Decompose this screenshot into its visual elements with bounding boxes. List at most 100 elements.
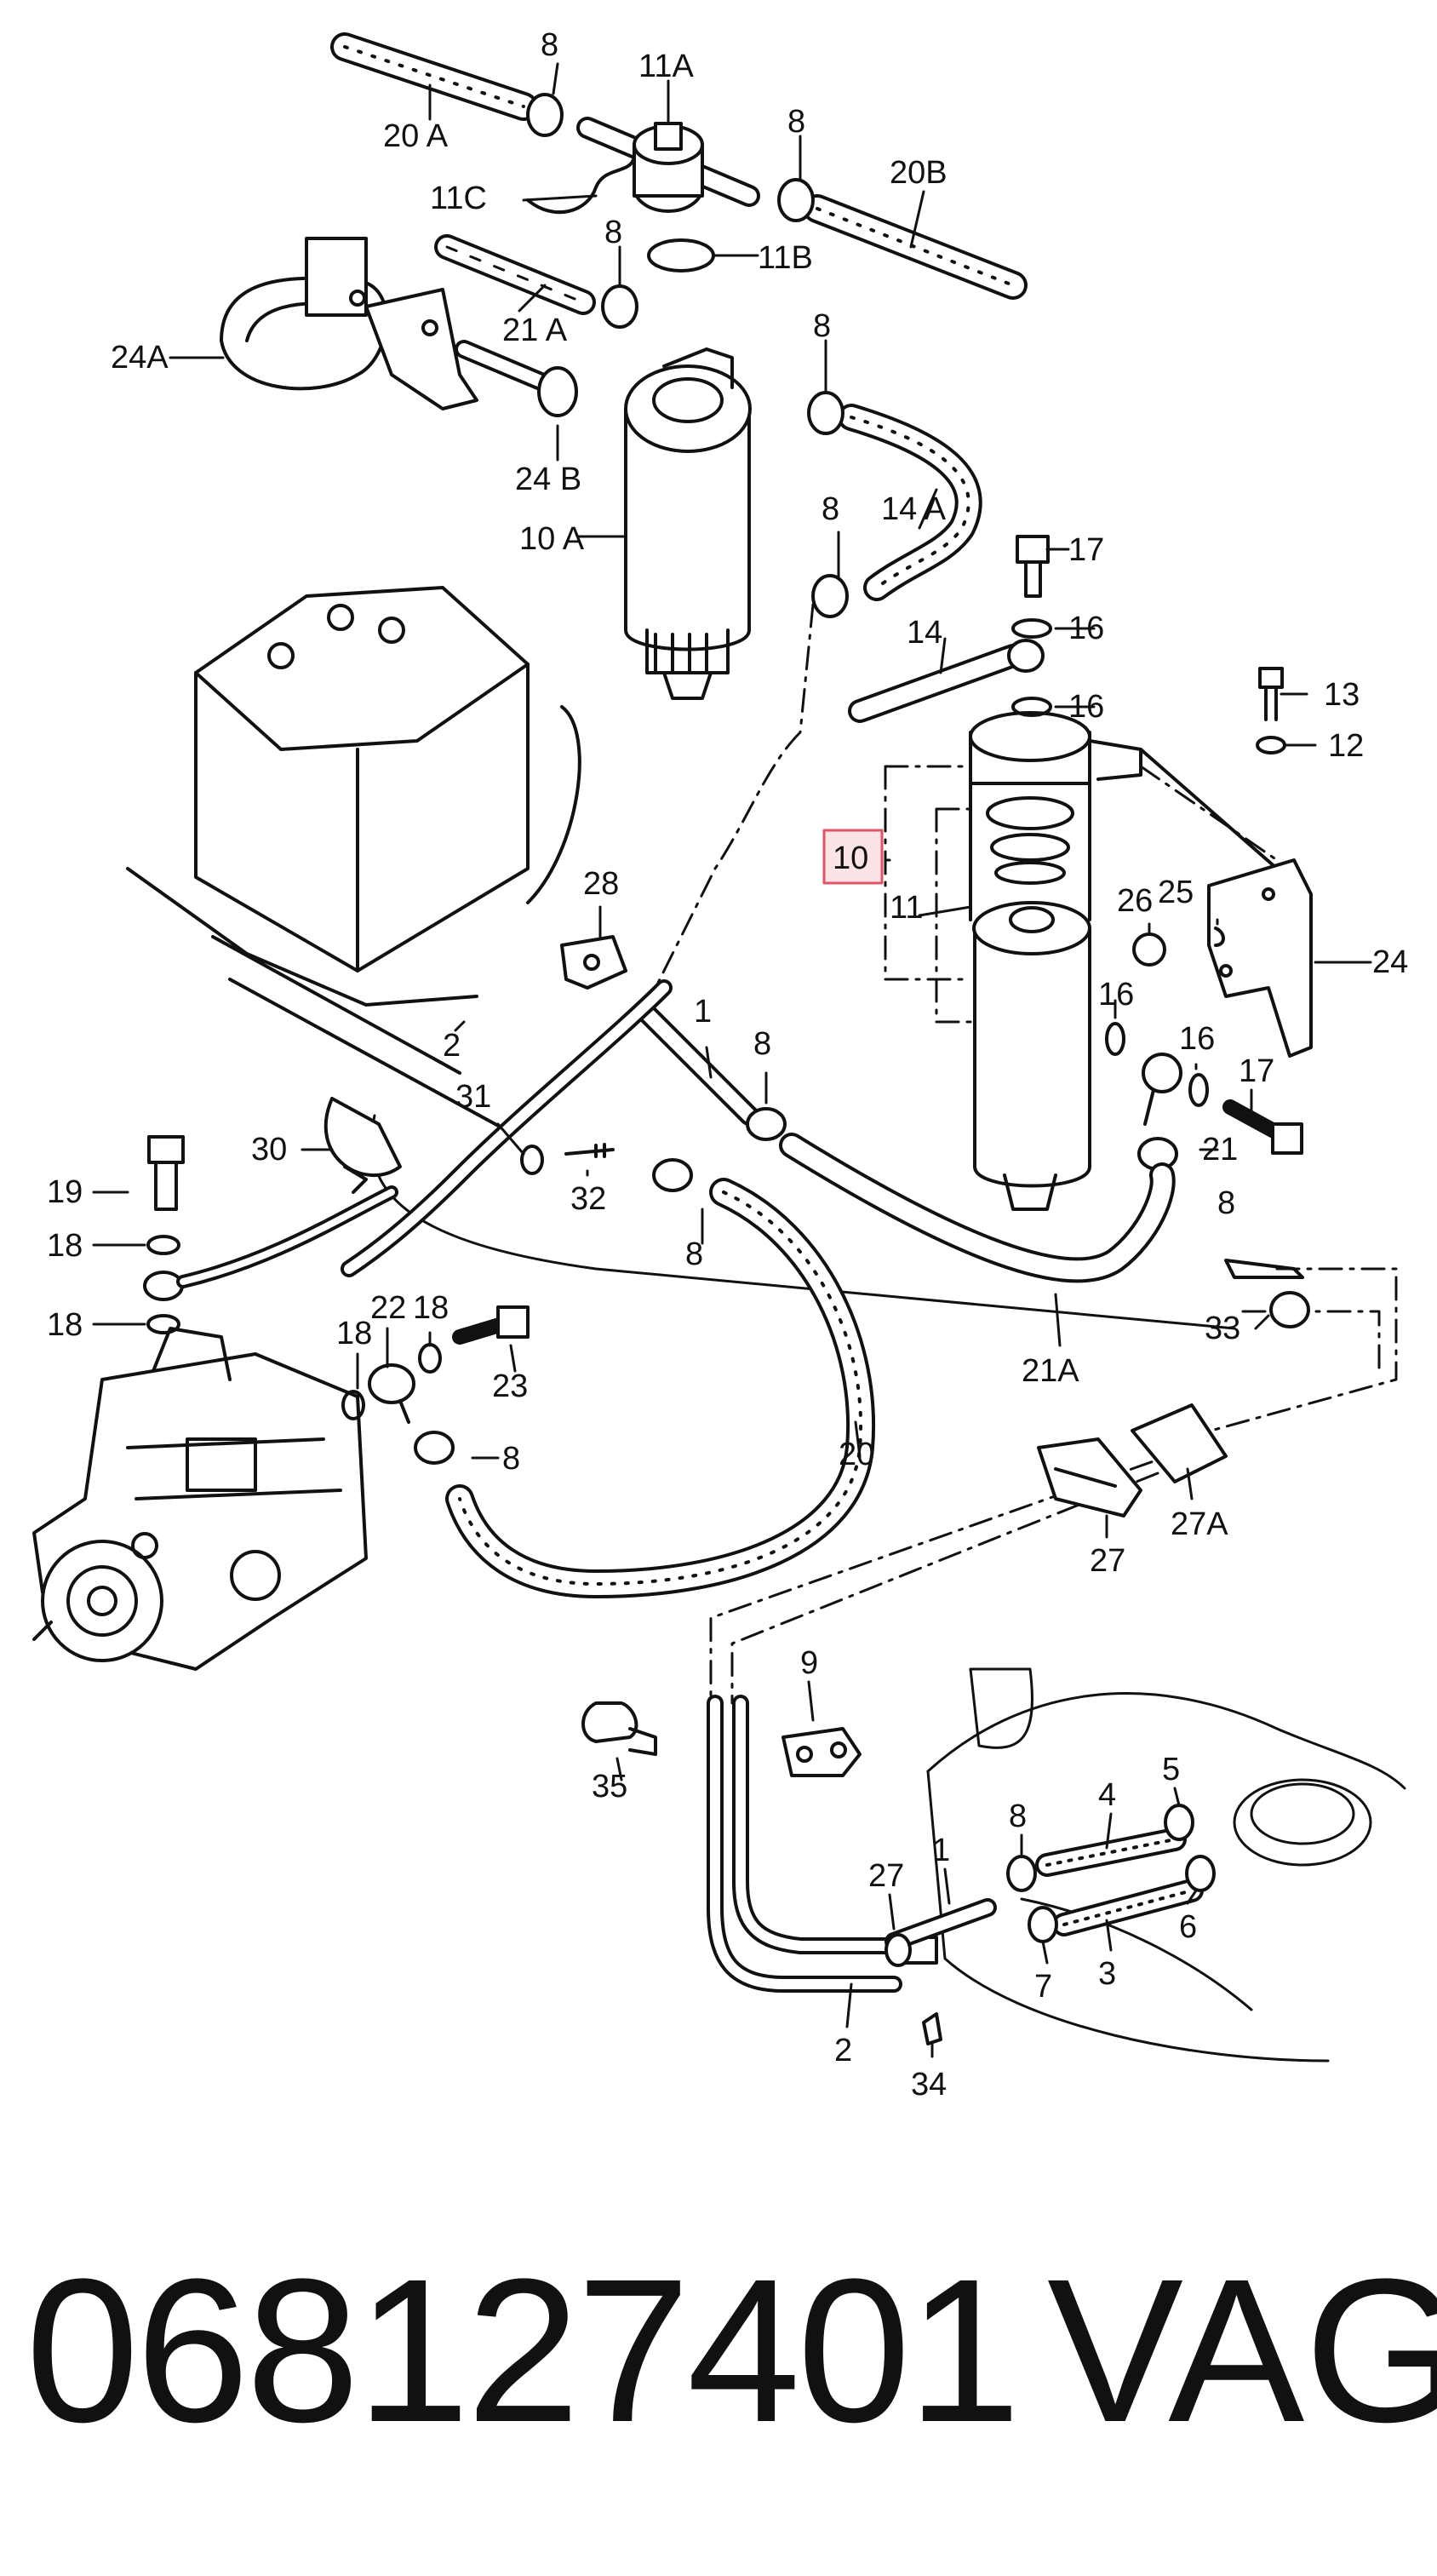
callout: 2 [443,1028,461,1064]
callout: 6 [1179,1909,1197,1945]
callout: 8 [1217,1185,1235,1221]
callout: 10 A [519,521,585,557]
hose-3 [1052,1879,1204,1936]
callout: 8 [685,1236,703,1272]
clamp-8 [526,93,564,137]
washer-18 [341,1390,365,1420]
grommet-33 [1269,1291,1310,1328]
hose-20b [803,194,1028,300]
clamp-7 [1028,1906,1058,1943]
fuel-system-diagram: 8 11A 20 A 8 20B 11C 8 11B 21 A 24A 8 24… [32,27,1408,2103]
washer-16 [1011,697,1052,717]
washer-16 [1188,1073,1209,1107]
pipe-1 [637,1003,759,1126]
bolt-24b [455,340,578,417]
clip-33-bracket [1224,1259,1304,1279]
line-2 [341,979,673,1277]
callout: 8 [502,1441,520,1477]
callout: 5 [1162,1752,1180,1787]
hose-21a-lower [779,1133,1176,1283]
callout: 31 [455,1079,491,1115]
callout: 30 [251,1132,287,1168]
clamp-6 [1185,1855,1216,1892]
callout: 20 [839,1437,874,1472]
callout: 26 [1117,883,1153,919]
callout: 8 [1009,1799,1027,1834]
callout: 3 [1098,1956,1116,1992]
callout: 11B [758,240,813,276]
washer-18 [146,1314,180,1334]
callout: 17 [1068,532,1104,568]
callout: 7 [1034,1969,1052,2005]
nut-26 [1132,932,1166,967]
bracket-24a [220,237,478,410]
callout: 1 [694,994,712,1030]
banjo-21 [1142,1053,1182,1126]
callout: 22 [370,1290,406,1326]
clip-30 [323,1097,402,1194]
callout: 24A [111,340,169,376]
callout: 16 [1068,611,1104,646]
washer-18 [146,1235,180,1255]
callout: 13 [1324,677,1360,713]
part-11a [576,117,760,213]
washer-12 [1256,736,1286,754]
bolt-23 [452,1305,530,1345]
holder-9 [781,1727,862,1777]
screw-32 [564,1143,615,1158]
hose-14 [848,639,1045,723]
clamp-8 [1006,1855,1037,1892]
callout: 18 [47,1307,83,1343]
clamp-8 [811,574,849,618]
callout: 16 [1098,977,1134,1013]
callout: 17 [1239,1053,1274,1089]
bolt-13 [1258,667,1284,721]
clamp-8 [652,1158,693,1192]
highlight-box [822,829,884,885]
brand-name: VAG [1047,2236,1437,2464]
callout: 8 [822,491,839,527]
callout: 33 [1205,1311,1240,1346]
washer-16 [1105,1022,1125,1056]
washer-31 [520,1145,544,1175]
callout: 11C [430,181,487,216]
callout: 11A [638,49,694,84]
clamp-5 [1164,1804,1194,1841]
callout: 16 [1179,1021,1215,1057]
callout: 34 [911,2067,947,2103]
fuel-tank [926,1667,1406,2063]
callout: 8 [604,215,622,250]
callout: 27A [1171,1506,1228,1542]
callout-labels: 8 11A 20 A 8 20B 11C 8 11B 21 A 24A 8 24… [47,27,1408,2103]
banjo-fitting [143,1185,398,1301]
battery [194,586,581,972]
callout: 24 B [515,462,581,497]
clip-35 [581,1701,657,1756]
callout: 16 [1068,689,1104,725]
washer-18 [418,1343,442,1374]
bracket-24 [1207,858,1313,1058]
callout: 19 [47,1174,83,1210]
callout: 14 A [881,491,947,527]
callout: 18 [47,1228,83,1264]
pipe-1-lower [885,1898,997,1951]
leader-lines [92,62,1372,2058]
callout: 21A [1022,1353,1079,1389]
clamp-8 [601,284,638,329]
pin-34 [922,2012,942,2045]
callout: 8 [813,308,831,344]
injection-pump [32,1327,368,1671]
callout: 32 [570,1181,606,1217]
part-number: 068127401 [26,2236,1021,2464]
callout: 27 [868,1858,904,1894]
callout: 20 A [383,118,449,154]
engine-bay-outline [126,867,512,1134]
callout: 11 [890,890,923,926]
hose-20 [445,1178,875,1598]
hose-14a [838,404,982,601]
pad-27a [1131,1403,1228,1483]
callout: 20B [890,155,948,191]
o-ring-11b [647,238,715,273]
clamp-8 [807,391,844,435]
callout: 21 A [502,313,568,348]
